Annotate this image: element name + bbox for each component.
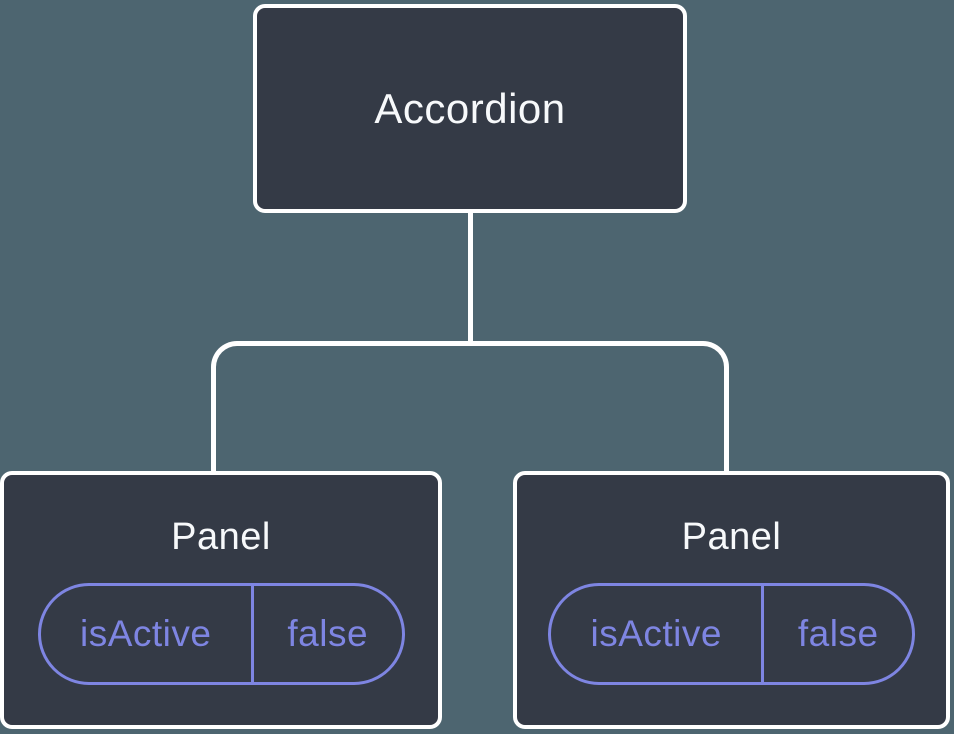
accordion-node: Accordion (253, 4, 687, 213)
panel-left-label: Panel (171, 515, 271, 558)
panel-right-prop-pill: isActive false (548, 582, 915, 685)
connector-stem (468, 211, 473, 344)
panel-left-prop-value: false (287, 612, 369, 654)
panel-left-prop-name: isActive (41, 585, 254, 682)
panel-node-left: Panel isActive false (0, 471, 442, 729)
panel-right-prop-name: isActive (551, 585, 765, 682)
panel-right-prop-value: false (797, 612, 879, 654)
connector-bracket (211, 341, 729, 471)
panel-left-prop-pill: isActive false (37, 582, 405, 685)
panel-node-right: Panel isActive false (513, 471, 950, 729)
accordion-node-label: Accordion (374, 84, 566, 132)
panel-right-label: Panel (681, 515, 782, 558)
